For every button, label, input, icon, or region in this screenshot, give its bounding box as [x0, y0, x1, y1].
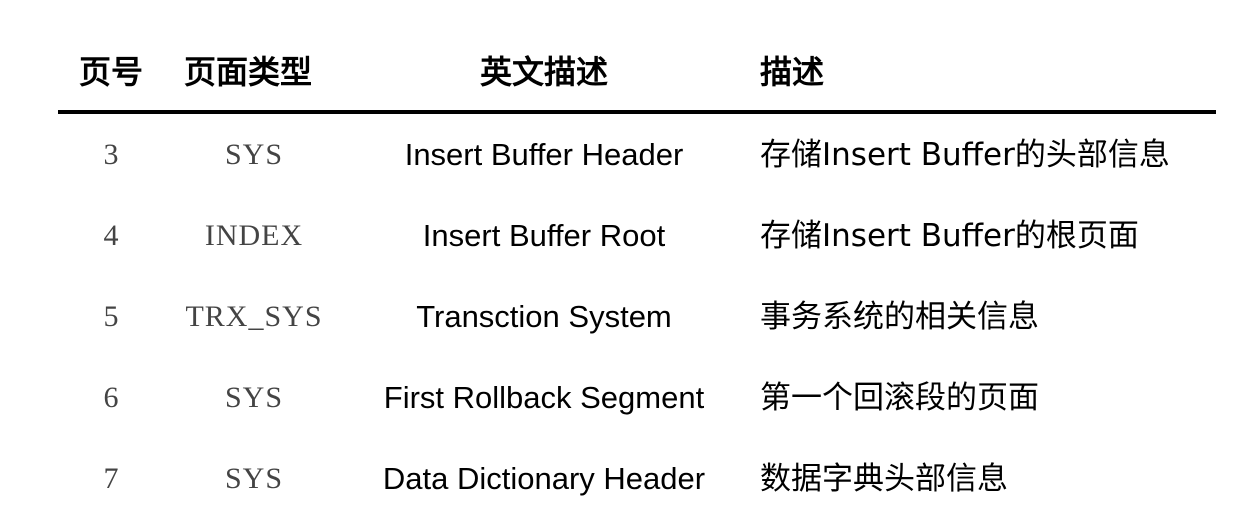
table-row: 7 SYS Data Dictionary Header 数据字典头部信息	[58, 438, 1216, 519]
table-row: 3 SYS Insert Buffer Header 存储Insert Buff…	[58, 114, 1216, 195]
header-page-number: 页号	[78, 53, 143, 91]
page-type-cell: INDEX	[204, 219, 304, 252]
description-cell: 事务系统的相关信息	[760, 299, 1039, 335]
table-row: 5 TRX_SYS Transction System 事务系统的相关信息	[58, 276, 1216, 357]
english-description-cell: First Rollback Segment	[383, 380, 705, 415]
table-body: 3 SYS Insert Buffer Header 存储Insert Buff…	[58, 114, 1216, 519]
page-number-cell: 5	[103, 300, 119, 333]
description-cell: 第一个回滚段的页面	[760, 380, 1039, 416]
page-type-cell: TRX_SYS	[185, 300, 323, 333]
english-description-cell: Transction System	[416, 299, 672, 334]
english-description-cell: Data Dictionary Header	[382, 461, 706, 496]
header-page-type: 页面类型	[184, 53, 313, 91]
english-description-cell: Insert Buffer Root	[422, 218, 666, 253]
page-number-cell: 3	[103, 138, 119, 171]
page-number-cell: 7	[103, 462, 119, 495]
description-cell: 存储Insert Buffer的根页面	[760, 218, 1139, 254]
page-number-cell: 6	[103, 381, 119, 414]
header-english-description: 英文描述	[479, 53, 608, 91]
page-type-table: 页号 页面类型 英文描述 描述 3 SYS Insert Buffer Head…	[58, 30, 1216, 519]
table-header-row: 页号 页面类型 英文描述 描述	[58, 30, 1216, 114]
table-row: 6 SYS First Rollback Segment 第一个回滚段的页面	[58, 357, 1216, 438]
page-number-cell: 4	[103, 219, 119, 252]
page-type-cell: SYS	[224, 138, 284, 171]
page-type-cell: SYS	[224, 462, 284, 495]
table-row: 4 INDEX Insert Buffer Root 存储Insert Buff…	[58, 195, 1216, 276]
page-type-cell: SYS	[224, 381, 284, 414]
header-description: 描述	[760, 53, 825, 91]
english-description-cell: Insert Buffer Header	[404, 137, 684, 172]
description-cell: 存储Insert Buffer的头部信息	[760, 137, 1170, 173]
description-cell: 数据字典头部信息	[760, 461, 1008, 497]
